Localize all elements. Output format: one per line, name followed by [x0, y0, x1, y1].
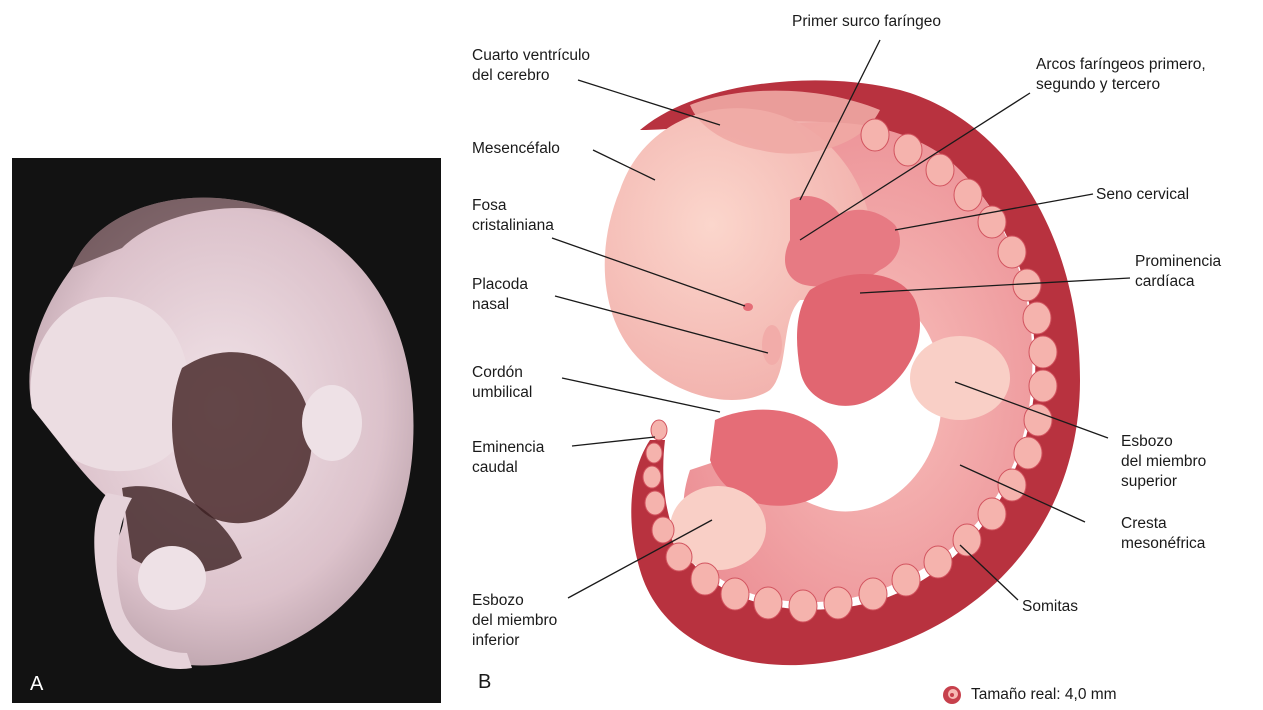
lens-pit — [743, 303, 753, 311]
embryo-diagram — [450, 0, 1263, 710]
embryo-head-photo — [30, 297, 189, 471]
panel-label-a: A — [30, 673, 43, 696]
cardiac-prominence — [797, 274, 920, 406]
embryo-size-icon — [941, 684, 963, 706]
limb-bud-upper-photo — [302, 385, 362, 461]
label-mesencefalo: Mesencéfalo — [472, 139, 560, 159]
label-somitas: Somitas — [1022, 597, 1078, 617]
actual-size-note: Tamaño real: 4,0 mm — [941, 684, 1117, 706]
label-arcos-faringeos: Arcos faríngeos primero,segundo y tercer… — [1036, 55, 1206, 95]
upper-limb-bud — [910, 336, 1010, 420]
limb-bud-lower-photo — [138, 546, 206, 610]
label-primer-surco-faringeo: Primer surco faríngeo — [792, 12, 941, 32]
panel-label-b: B — [478, 671, 491, 694]
nasal-placode — [762, 325, 782, 365]
actual-size-text: Tamaño real: 4,0 mm — [971, 686, 1117, 704]
embryo-photograph — [12, 158, 441, 703]
label-seno-cervical: Seno cervical — [1096, 185, 1189, 205]
